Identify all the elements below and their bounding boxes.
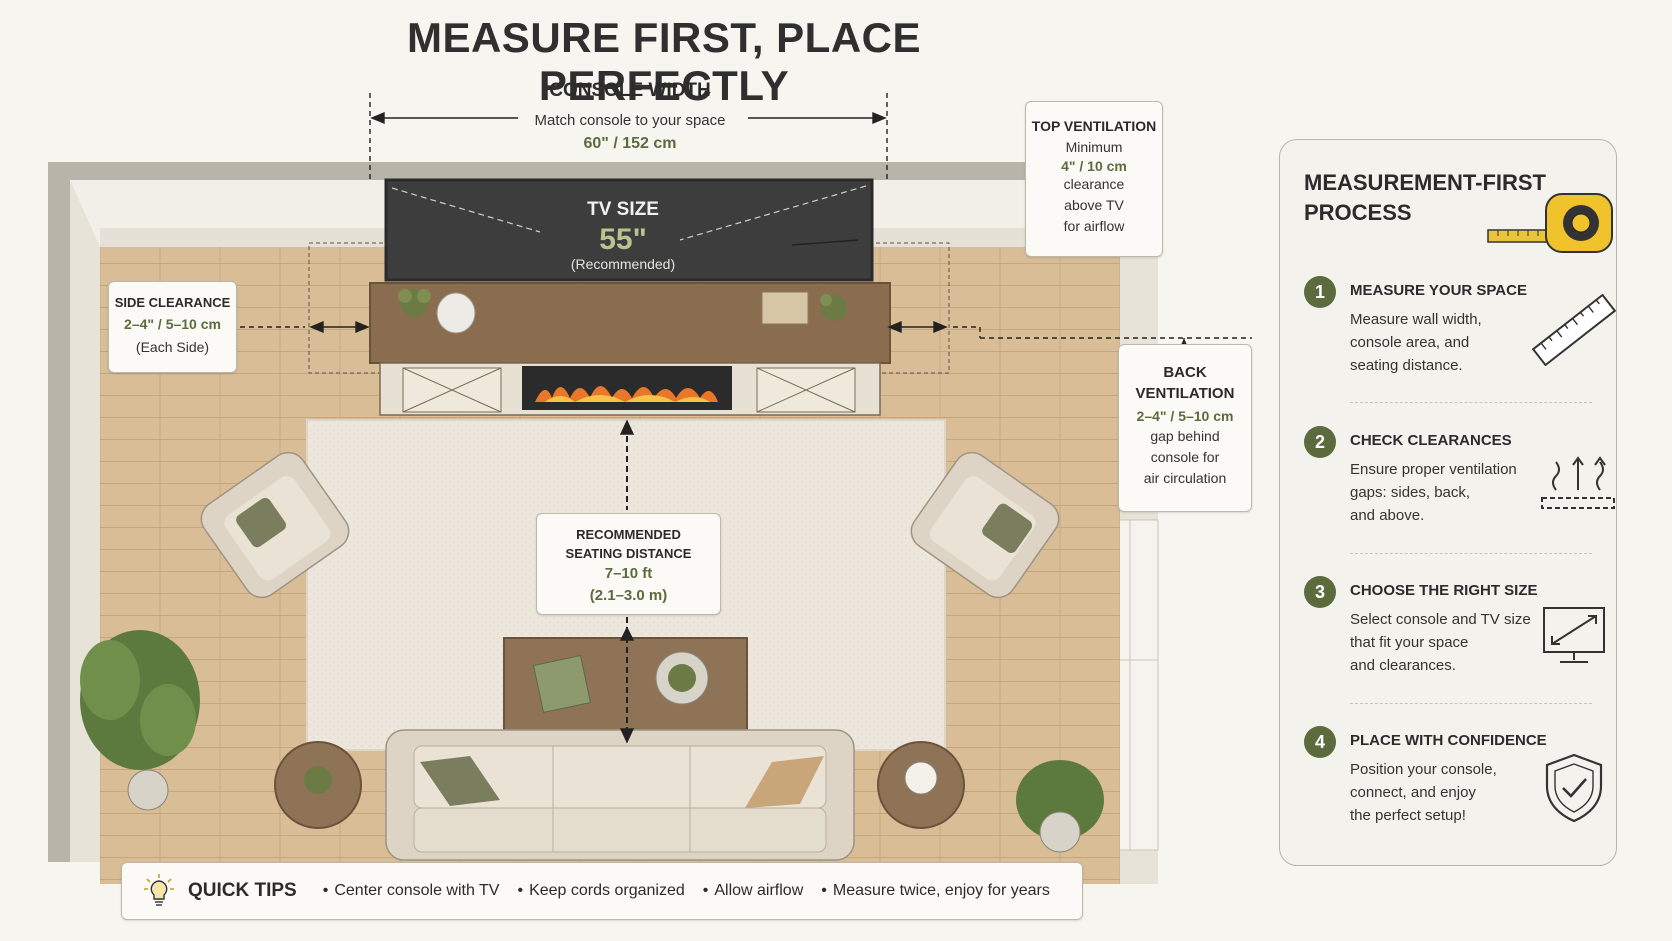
side-clearance-callout: SIDE CLEARANCE 2–4" / 5–10 cm (Each Side… [108, 281, 237, 373]
back-ventilation-value: 2–4" / 5–10 cm [1136, 408, 1234, 424]
armchair-left [200, 451, 350, 599]
monitor-icon [1543, 607, 1605, 663]
process-panel: MEASUREMENT-FIRST PROCESS 1 MEASURE YOUR… [1279, 139, 1617, 866]
side-clearance-note: (Each Side) [135, 339, 210, 355]
step-description-line: and clearances. [1350, 657, 1456, 674]
tv-size-note: (Recommended) [570, 256, 676, 272]
step-description-line: Select console and TV size [1350, 611, 1531, 628]
step-description-line: console area, and [1350, 334, 1470, 351]
seating-distance-value-metric: (2.1–3.0 m) [589, 587, 668, 604]
top-ventilation-line: above TV [1064, 197, 1124, 213]
step-description: Ensure proper ventilation gaps: sides, b… [1350, 458, 1540, 527]
step-description-line: Position your console, [1350, 761, 1497, 778]
console-width-label: CONSOLE WIDTH Match console to your spac… [370, 80, 890, 153]
floor-plants [80, 630, 1104, 853]
armchair-right [910, 451, 1060, 599]
top-ventilation-line: for airflow [1063, 218, 1125, 234]
tip-item: Allow airflow [703, 882, 803, 900]
seating-distance-value: 7–10 ft [604, 565, 653, 582]
step-divider [1350, 553, 1592, 554]
top-ventilation-callout: TOP VENTILATION Minimum 4" / 10 cm clear… [1025, 101, 1163, 257]
step-description-line: connect, and enjoy [1350, 784, 1476, 801]
console-width-value: 60" / 152 cm [583, 135, 677, 152]
back-ventilation-heading: BACK [1163, 364, 1207, 381]
step-description: Position your console, connect, and enjo… [1350, 758, 1540, 827]
step-description-line: Ensure proper ventilation [1350, 461, 1517, 478]
page-title: MEASURE FIRST, PLACE PERFECTLY [406, 14, 922, 109]
step-title: CHOOSE THE RIGHT SIZE [1350, 582, 1538, 599]
coffee-table [503, 637, 748, 734]
seating-distance-heading: SEATING DISTANCE [565, 546, 692, 561]
step-description: Select console and TV size that fit your… [1350, 608, 1540, 677]
tv-size-value: 55" [599, 223, 647, 256]
console-width-heading: CONSOLE WIDTH [549, 80, 711, 101]
step-description: Measure wall width, console area, and se… [1350, 308, 1540, 377]
step-description-line: and above. [1350, 507, 1425, 524]
step-description-line: that fit your space [1350, 634, 1469, 651]
ruler-icon [1531, 294, 1617, 366]
back-ventilation-line: air circulation [1143, 470, 1227, 486]
tip-item: Keep cords organized [517, 882, 685, 900]
top-ventilation-value: 4" / 10 cm [1061, 158, 1127, 174]
step-divider [1350, 402, 1592, 403]
shield-check-icon [1545, 753, 1603, 823]
tip-item: Measure twice, enjoy for years [821, 882, 1050, 900]
top-ventilation-line: clearance [1063, 176, 1125, 192]
quick-tips-label: QUICK TIPS [188, 880, 297, 901]
seating-distance-heading: RECOMMENDED [576, 527, 681, 542]
console-width-subtitle: Match console to your space [534, 112, 726, 129]
side-tables [274, 741, 965, 829]
tip-item: Center console with TV [323, 882, 499, 900]
tape-measure-icon [1487, 193, 1613, 253]
process-heading: MEASUREMENT-FIRST PROCESS [1304, 168, 1546, 228]
process-heading-line: MEASUREMENT-FIRST [1304, 170, 1546, 195]
airflow-icon [1541, 456, 1615, 509]
console-decor [398, 289, 847, 334]
side-clearance-value: 2–4" / 5–10 cm [124, 316, 221, 332]
back-ventilation-line: gap behind [1150, 428, 1220, 444]
tv-size-heading: TV SIZE [587, 199, 659, 220]
step-number: 4 [1304, 726, 1336, 758]
top-ventilation-line: Minimum [1065, 139, 1123, 155]
dimension-lines [240, 93, 1252, 744]
back-ventilation-line: console for [1150, 449, 1220, 465]
step-title: CHECK CLEARANCES [1350, 432, 1512, 449]
step-description-line: seating distance. [1350, 357, 1463, 374]
quick-tips-bar: QUICK TIPS Center console with TV Keep c… [121, 862, 1083, 920]
step-divider [1350, 703, 1592, 704]
step-description-line: gaps: sides, back, [1350, 484, 1471, 501]
step-number: 2 [1304, 426, 1336, 458]
top-ventilation-heading: TOP VENTILATION [1031, 118, 1157, 134]
step-title: MEASURE YOUR SPACE [1350, 282, 1527, 299]
back-ventilation-heading: VENTILATION [1135, 385, 1235, 402]
step-number: 3 [1304, 576, 1336, 608]
sofa [385, 729, 855, 861]
step-description-line: Measure wall width, [1350, 311, 1482, 328]
step-number: 1 [1304, 276, 1336, 308]
seating-distance-callout: RECOMMENDED SEATING DISTANCE 7–10 ft (2.… [536, 513, 721, 615]
process-heading-line: PROCESS [1304, 200, 1412, 225]
side-clearance-heading: SIDE CLEARANCE [114, 295, 231, 310]
tv-size-label: TV SIZE 55" (Recommended) [540, 199, 706, 272]
step-title: PLACE WITH CONFIDENCE [1350, 732, 1547, 749]
lightbulb-icon [144, 874, 174, 906]
tv-screen [384, 178, 874, 282]
step-description-line: the perfect setup! [1350, 807, 1466, 824]
back-ventilation-callout: BACK VENTILATION 2–4" / 5–10 cm gap behi… [1118, 344, 1252, 512]
